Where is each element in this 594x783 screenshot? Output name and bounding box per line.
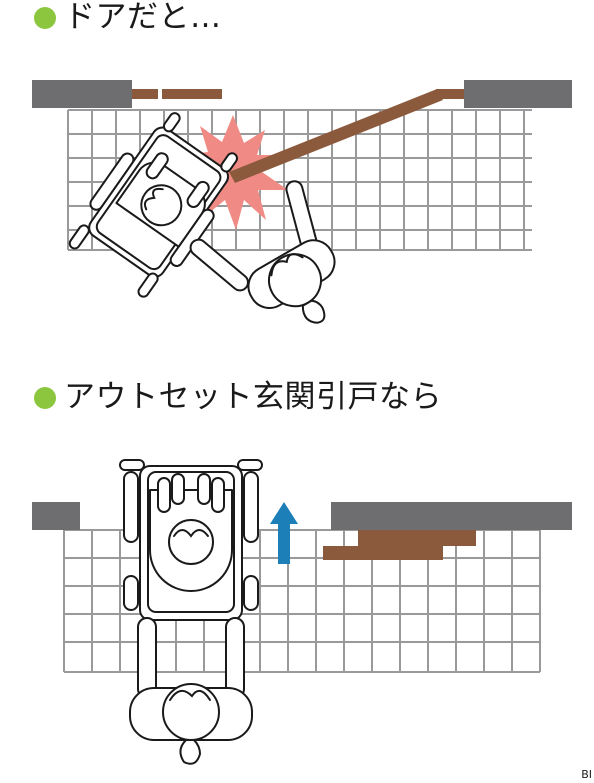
caregiver-person: [189, 180, 336, 324]
door-frame-left-a: [132, 89, 158, 99]
sliding-door-illustration: [32, 459, 572, 765]
caregiver-person: [129, 617, 253, 765]
hinged-door-illustration: [32, 80, 572, 324]
section-heading-sliding-door: アウトセット玄関引戸なら: [34, 382, 442, 413]
opened-hinged-door: [229, 89, 443, 183]
wheelchair-occupant: [68, 112, 239, 298]
sliding-door-panel-back: [358, 530, 476, 546]
green-bullet-icon: [34, 386, 56, 409]
heading-text: ドアだと…: [64, 0, 222, 35]
arrow-up-icon: [270, 502, 298, 564]
heading-text: アウトセット玄関引戸なら: [64, 379, 442, 415]
section-heading-door: ドアだと…: [34, 2, 222, 33]
sliding-door-panel-front: [323, 546, 443, 560]
page-corner-mark: BI: [581, 768, 592, 781]
wall-left: [32, 502, 80, 530]
green-bullet-icon: [34, 6, 56, 29]
door-frame-left-b: [162, 89, 222, 99]
wall-right: [464, 80, 572, 108]
door-frame-right: [436, 89, 464, 99]
wall-left: [32, 80, 132, 108]
wheelchair-occupant: [119, 459, 263, 621]
wall-right: [331, 502, 572, 530]
